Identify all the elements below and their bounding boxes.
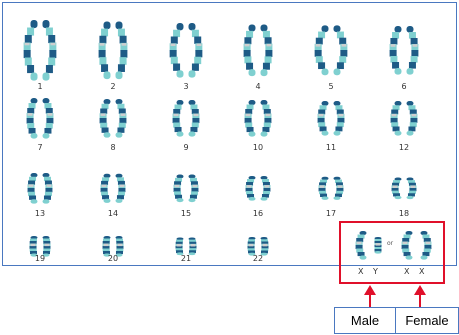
- chromosome: [189, 175, 199, 203]
- pair-number-label: 8: [110, 143, 115, 152]
- pair-number-label: 5: [328, 82, 333, 91]
- chromosome: [43, 20, 57, 81]
- chromosome: [101, 174, 111, 203]
- chromosome: [407, 101, 418, 136]
- chromosome-pair-14: [101, 174, 126, 203]
- chromosome-pair-22: [248, 237, 269, 256]
- pair-number-label: 22: [253, 254, 263, 263]
- chromosome: [261, 237, 269, 256]
- chromosome-pair-13: [28, 173, 53, 204]
- chromosome: [173, 100, 184, 137]
- pair-number-label: 21: [181, 254, 191, 263]
- chromosome: [245, 100, 256, 137]
- chromosome: [116, 22, 128, 80]
- male-callout: Male: [334, 307, 396, 334]
- chromosome: [248, 237, 256, 256]
- pair-number-label: 3: [183, 82, 188, 91]
- chromosome: [261, 176, 271, 201]
- chromosome: [319, 177, 329, 200]
- pair-number-label: 17: [326, 209, 336, 218]
- chromosome-pair-4: [244, 25, 273, 77]
- chromosome: [244, 25, 256, 77]
- pair-number-label: 6: [401, 82, 406, 91]
- or-label: or: [387, 240, 393, 247]
- chromosome-pair-21: [176, 238, 197, 256]
- chromosome-pair-10: [245, 100, 272, 137]
- chromosome: [43, 173, 53, 204]
- chromosome: [24, 20, 38, 81]
- chromosome-pair-3: [170, 23, 203, 78]
- chromosome-pair-12: [391, 101, 418, 136]
- chromosome: [189, 23, 203, 78]
- chromosome: [116, 99, 127, 138]
- pair-number-label: 1: [37, 82, 42, 91]
- chromosome: [334, 101, 345, 136]
- pair-number-label: 18: [399, 209, 409, 218]
- chromosome: [100, 99, 111, 138]
- pair-number-label: 13: [35, 209, 45, 218]
- chromosome-pair-6: [390, 26, 419, 75]
- pair-number-label: 19: [35, 254, 45, 263]
- sex-chromosome-highlight: [339, 221, 445, 284]
- female-arrow: [414, 285, 426, 307]
- female-callout: Female: [395, 307, 459, 334]
- chromosome-pair-5: [315, 25, 348, 75]
- chromosome: [43, 98, 54, 139]
- chromosome-pair-2: [99, 22, 128, 80]
- chromosome: [407, 178, 417, 200]
- chromosome-pair-8: [100, 99, 127, 138]
- male-x-label: X: [358, 267, 363, 276]
- female-x1-label: X: [404, 267, 409, 276]
- chromosome-pair-17: [319, 177, 344, 200]
- pair-number-label: 14: [108, 209, 118, 218]
- chromosome: [174, 175, 184, 203]
- chromosome: [334, 25, 348, 75]
- chromosome-pair-18: [392, 178, 417, 200]
- chromosome-pair-16: [246, 176, 271, 201]
- male-y-label: Y: [373, 267, 378, 276]
- chromosome: [99, 22, 111, 80]
- pair-number-label: 11: [326, 143, 336, 152]
- chromosome-pair-7: [27, 98, 54, 139]
- chromosome: [318, 101, 329, 136]
- chromosome: [391, 101, 402, 136]
- chromosome: [189, 100, 200, 137]
- male-arrow: [364, 285, 376, 307]
- chromosome: [176, 238, 184, 256]
- chromosome: [392, 178, 402, 200]
- chromosome: [261, 100, 272, 137]
- pair-number-label: 7: [37, 143, 42, 152]
- chromosome-pair-1: [24, 20, 57, 81]
- female-x2-label: X: [419, 267, 424, 276]
- chromosome: [170, 23, 184, 78]
- pair-number-label: 9: [183, 143, 188, 152]
- pair-number-label: 20: [108, 254, 118, 263]
- chromosome: [334, 177, 344, 200]
- chromosome: [246, 176, 256, 201]
- chromosome-pair-15: [174, 175, 199, 203]
- chromosome: [27, 98, 38, 139]
- chromosome: [390, 26, 402, 75]
- pair-number-label: 15: [181, 209, 191, 218]
- chromosome: [189, 238, 197, 256]
- pair-number-label: 10: [253, 143, 263, 152]
- chromosome: [407, 26, 419, 75]
- pair-number-label: 16: [253, 209, 263, 218]
- chromosome: [261, 25, 273, 77]
- chromosome: [315, 25, 329, 75]
- pair-number-label: 2: [110, 82, 115, 91]
- chromosome: [116, 174, 126, 203]
- chromosome: [28, 173, 38, 204]
- pair-number-label: 4: [255, 82, 260, 91]
- pair-number-label: 12: [399, 143, 409, 152]
- chromosome-pair-11: [318, 101, 345, 136]
- chromosome-pair-9: [173, 100, 200, 137]
